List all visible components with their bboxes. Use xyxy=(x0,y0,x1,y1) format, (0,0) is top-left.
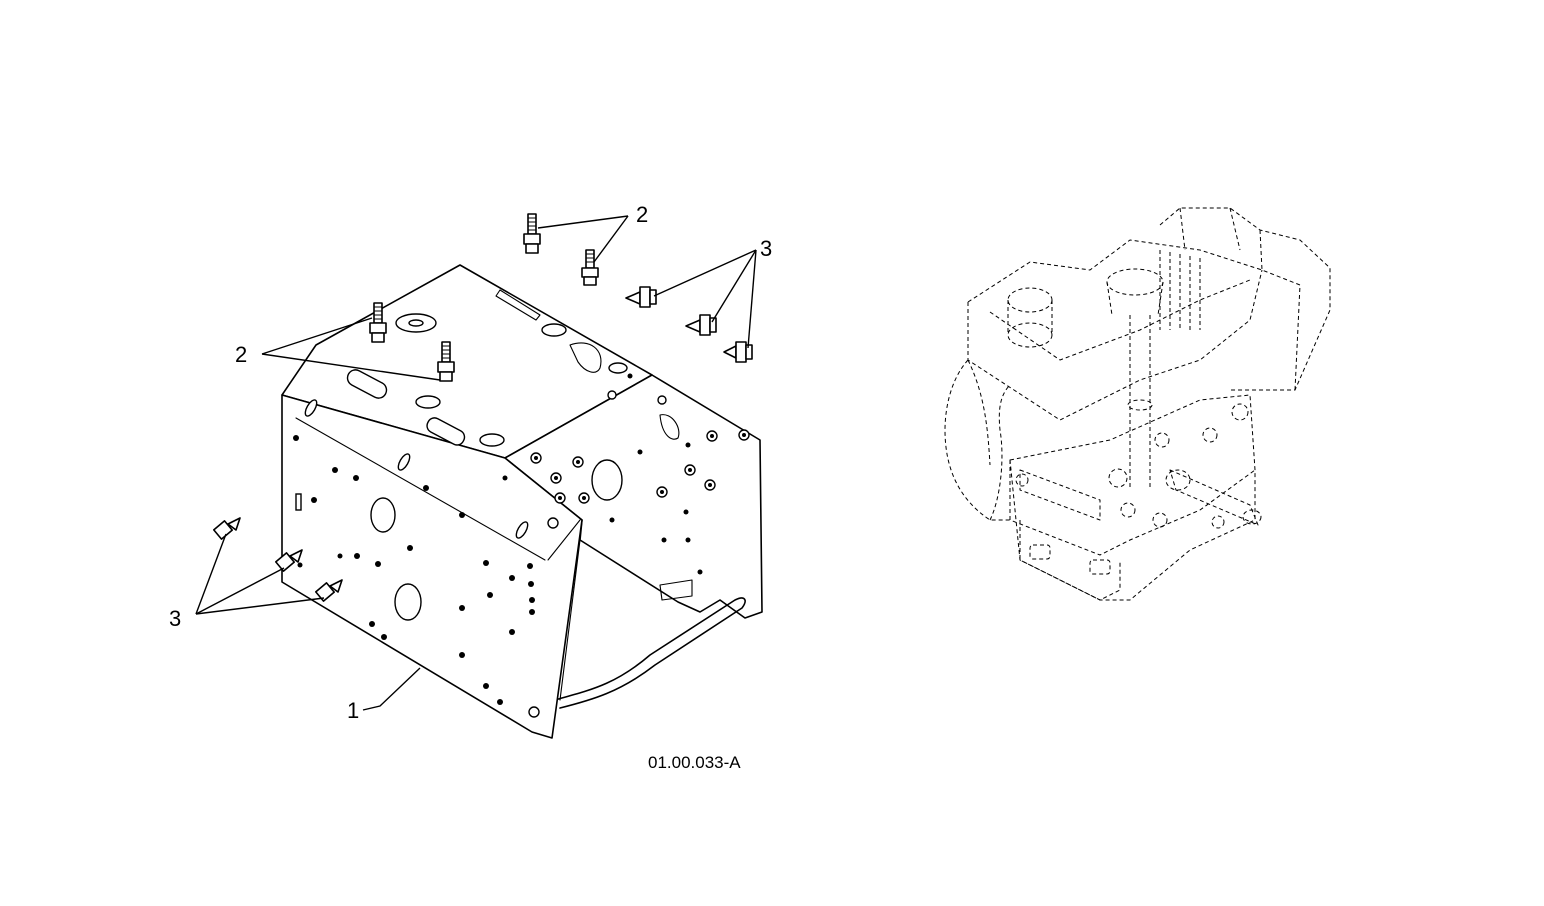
nut-lower-2 xyxy=(274,549,303,572)
side-plate-bolt-holes xyxy=(502,373,750,575)
callout-stud-left: 2 xyxy=(235,342,247,367)
nut-upper-2 xyxy=(685,314,717,336)
nut-upper-1 xyxy=(625,286,657,308)
leader-lines xyxy=(195,215,757,711)
stud-parts xyxy=(369,213,599,382)
callout-stud-upper: 2 xyxy=(636,202,648,227)
callout-nut-upper: 3 xyxy=(760,236,772,261)
callout-nut-lower: 3 xyxy=(169,606,181,631)
front-face-bolt-holes xyxy=(293,435,559,718)
stud-left-1 xyxy=(369,302,387,343)
nut-upper-3 xyxy=(723,341,753,363)
nut-lower-1 xyxy=(212,517,241,540)
stud-top-2 xyxy=(581,249,599,286)
stud-top-1 xyxy=(523,213,541,254)
callout-frame: 1 xyxy=(347,698,359,723)
stud-left-2 xyxy=(437,341,455,382)
nut-lower-3 xyxy=(314,579,343,602)
figure-id: 01.00.033-A xyxy=(648,753,741,772)
nut-parts xyxy=(212,286,753,602)
frame-assembly xyxy=(281,264,763,739)
reference-engine-outline xyxy=(944,207,1331,601)
